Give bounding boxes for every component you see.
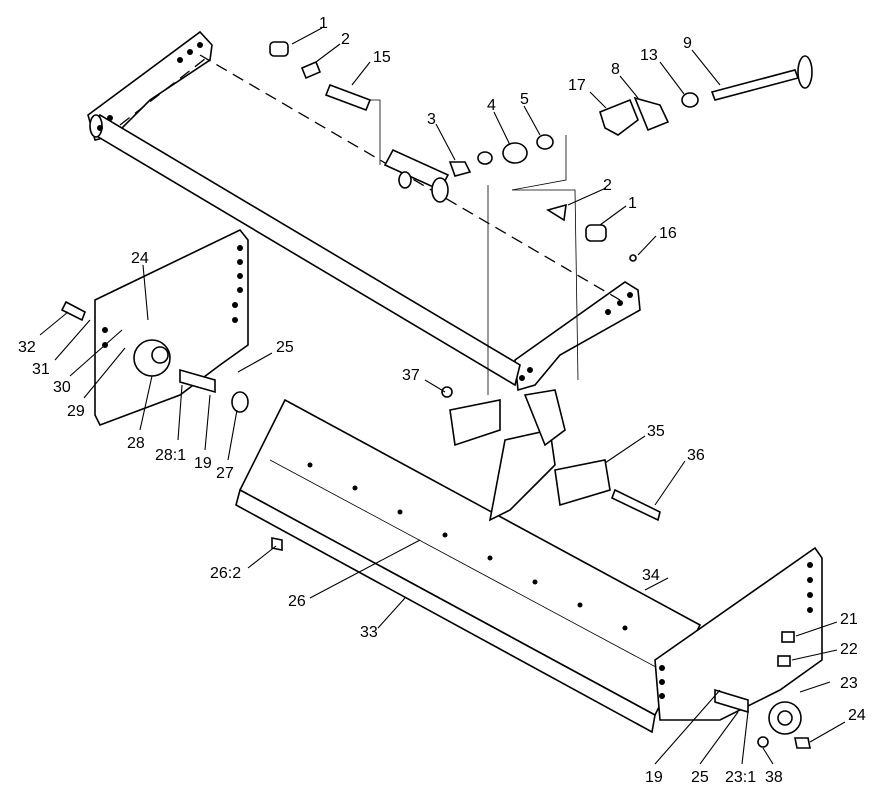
bushing-1a [269,41,289,57]
callout-labels: 1 2 15 3 4 5 17 8 13 9 2 1 16 24 32 31 3… [18,15,866,786]
bedknife-33 [235,488,656,734]
callout-28: 28 [127,435,145,452]
callout-35: 35 [647,423,665,440]
callout-23: 23 [840,675,858,692]
callout-32: 32 [18,339,36,356]
washer-38 [757,736,769,748]
blade-holes [307,462,628,631]
reel-frame-34 [238,398,702,717]
link-8 [633,96,670,132]
washer-5 [536,134,554,150]
block-35 [554,459,611,507]
top-hardware [269,41,813,262]
left-side-plate [60,229,249,427]
callout-4: 4 [487,97,496,114]
callout-38: 38 [765,769,783,786]
insert-2b [546,203,567,222]
callout-2: 2 [341,31,350,48]
callout-27: 27 [216,465,234,482]
nut-13 [681,92,699,108]
bearing-4 [502,142,528,164]
callout-16: 16 [659,225,677,242]
adjuster-screw-9 [710,69,800,101]
callout-13: 13 [640,47,658,64]
callout-24: 24 [131,250,149,267]
insert-2a [300,60,322,80]
bolt-21 [781,631,795,643]
nut-24b [794,737,811,749]
callout-2b: 2 [603,177,612,194]
callout-26-2: 26:2 [210,565,241,582]
callout-1b: 1 [628,195,637,212]
adjuster-knob-9 [797,55,813,89]
callout-1: 1 [319,15,328,32]
rear-rod [199,54,621,301]
callout-25b: 25 [691,769,709,786]
callout-5: 5 [520,91,529,108]
callout-15: 15 [373,49,391,66]
nut-3 [448,161,472,177]
callout-28-1: 28:1 [155,447,186,464]
right-side-plate [654,546,823,749]
washer-4a [477,151,493,165]
callout-19: 19 [194,455,212,472]
bolt-36 [610,488,661,522]
pin-16 [629,254,637,262]
nut-22 [777,655,791,667]
callout-22: 22 [840,641,858,658]
plate-holes [97,42,633,381]
callout-29: 29 [67,403,85,420]
washer-27 [231,391,249,413]
bracket-17 [599,98,639,136]
callout-36: 36 [687,447,705,464]
callout-3: 3 [427,111,436,128]
callout-19b: 19 [645,769,663,786]
pin-15 [324,83,372,112]
callout-26: 26 [288,593,306,610]
block-left [449,399,501,447]
callout-24b: 24 [848,707,866,724]
callout-17: 17 [568,77,586,94]
callout-8: 8 [611,61,620,78]
callout-33: 33 [360,624,378,641]
sleeve-assembly [383,148,450,203]
callout-34: 34 [642,567,660,584]
callout-23-1: 23:1 [725,769,756,786]
callout-25: 25 [276,339,294,356]
nut-37 [441,386,453,398]
bolt-32 [60,300,86,322]
leader-lines [39,27,846,765]
callout-21: 21 [840,611,858,628]
callout-37: 37 [402,367,420,384]
callout-9: 9 [683,35,692,52]
callout-30: 30 [53,379,71,396]
callout-31: 31 [32,361,50,378]
center-bracket [441,386,661,522]
cutting-blade-assembly [235,398,702,734]
shaft-19a [179,368,216,394]
bushing-1b [585,224,607,242]
